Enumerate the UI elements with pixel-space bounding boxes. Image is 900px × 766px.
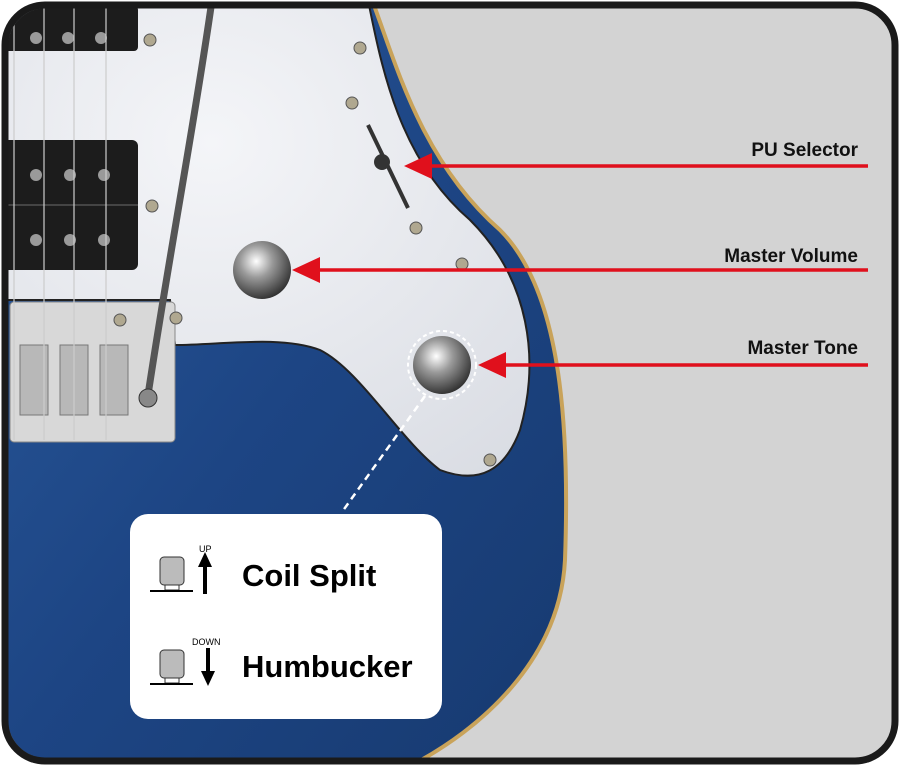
master-volume-label: Master Volume: [724, 246, 858, 267]
master-volume-knob: [233, 241, 291, 299]
tremolo-arm: [144, 8, 216, 396]
coil-split-label: Coil Split: [242, 558, 377, 593]
master-tone-knob: [413, 336, 471, 394]
pole-pieces: [30, 32, 110, 246]
humbucker-label: Humbucker: [242, 649, 413, 684]
pu-selector-label: PU Selector: [751, 140, 858, 161]
knob-up-icon: [150, 552, 212, 594]
legend-box: UP DOWN Coil Split Humbucker: [130, 514, 442, 719]
master-tone-label: Master Tone: [747, 338, 858, 359]
down-tag: DOWN: [192, 637, 221, 647]
callout-arrows: [292, 153, 868, 378]
knob-down-icon: [150, 648, 215, 686]
up-tag: UP: [199, 544, 212, 554]
knob-diagrams: [150, 552, 215, 686]
bridge: [9, 301, 176, 443]
